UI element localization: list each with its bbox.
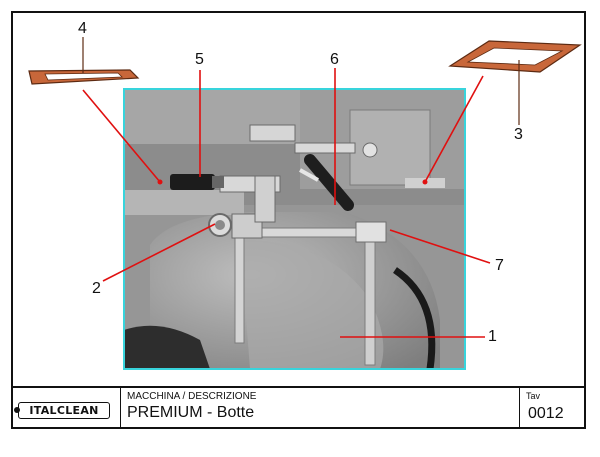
logo-cell: ITALCLEAN	[11, 388, 121, 429]
callout-5: 5	[195, 51, 204, 68]
leader-lines	[82, 37, 520, 338]
leader-tips	[157, 179, 428, 185]
table-number: 0012	[528, 405, 564, 422]
description-value: PREMIUM - Botte	[127, 404, 255, 421]
gasket-right	[448, 40, 582, 73]
callout-4: 4	[78, 20, 87, 37]
callout-6: 6	[330, 51, 339, 68]
gasket-left	[28, 69, 140, 85]
callout-7: 7	[495, 257, 504, 274]
description-label: MACCHINA / DESCRIZIONE	[127, 391, 257, 402]
table-number-cell: Tav 0012	[520, 388, 584, 429]
italclean-logo: ITALCLEAN	[14, 402, 110, 419]
description-cell: MACCHINA / DESCRIZIONE PREMIUM - Botte	[121, 388, 520, 429]
logo-dot-icon	[14, 407, 20, 413]
logo-text: ITALCLEAN	[29, 404, 99, 417]
photo-frame	[123, 88, 466, 370]
machine-photo	[124, 89, 465, 370]
table-label: Tav	[526, 391, 541, 401]
callout-2: 2	[92, 280, 101, 297]
callout-3: 3	[514, 126, 523, 143]
callout-1: 1	[488, 328, 497, 345]
title-block: ITALCLEAN MACCHINA / DESCRIZIONE PREMIUM…	[11, 386, 586, 429]
